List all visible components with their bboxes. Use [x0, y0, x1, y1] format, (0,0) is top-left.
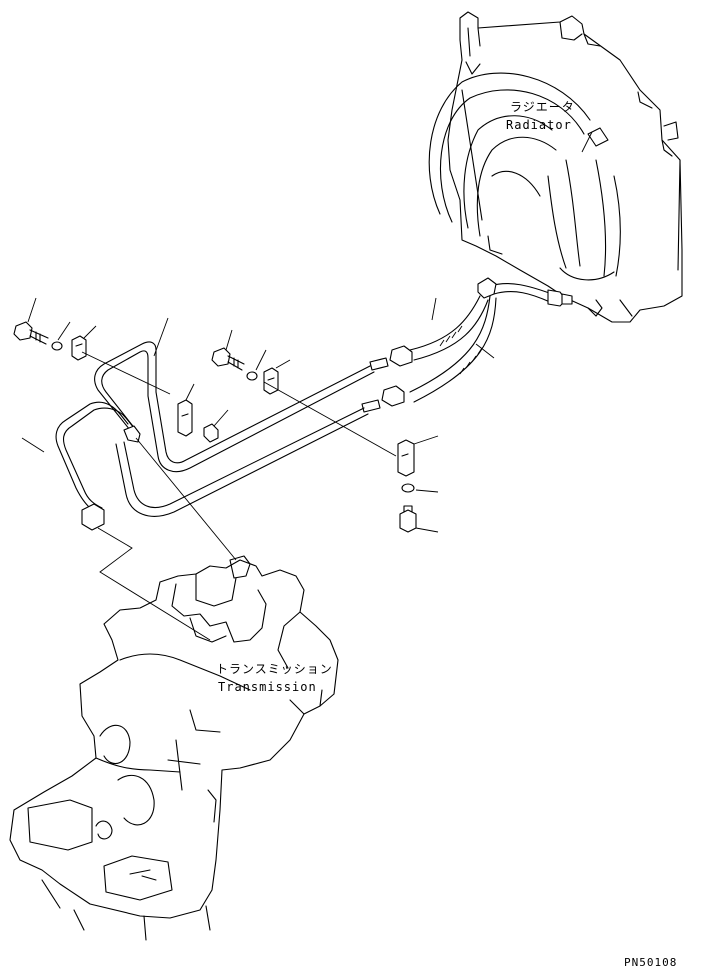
drawing-code: PN50108 — [624, 956, 678, 969]
hardware-left — [14, 322, 416, 532]
radiator — [429, 12, 682, 322]
transmission-label-en: Transmission — [218, 680, 317, 694]
leader-lines — [22, 132, 592, 532]
hose-assembly — [362, 278, 572, 412]
transmission-label-jp: トランスミッション — [216, 662, 333, 676]
radiator-label-en: Radiator — [506, 118, 572, 132]
radiator-label-jp: ラジエータ — [510, 100, 575, 114]
transmission — [10, 556, 338, 940]
steel-tubes — [56, 342, 374, 640]
